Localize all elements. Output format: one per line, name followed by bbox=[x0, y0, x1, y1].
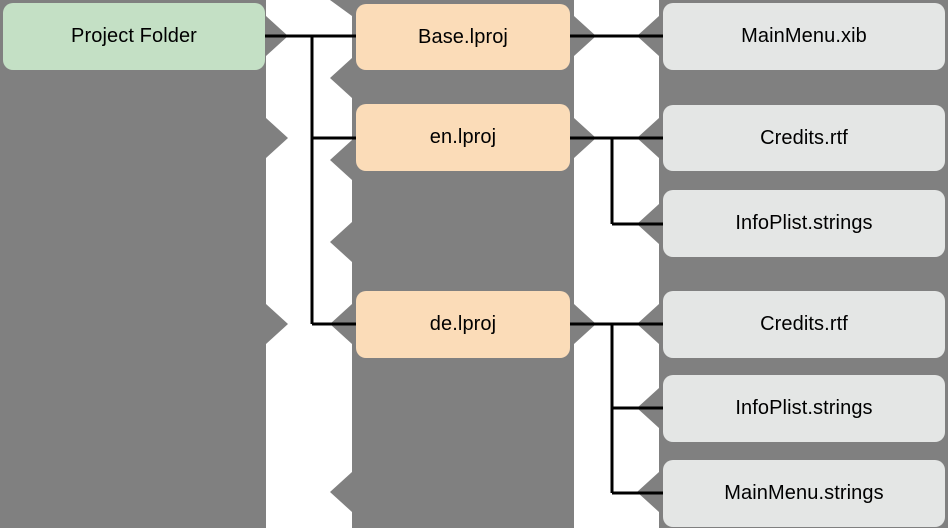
node-infoplist-strings-de[interactable]: InfoPlist.strings bbox=[663, 375, 945, 442]
node-project-folder[interactable]: Project Folder bbox=[3, 3, 265, 70]
node-label-base-lproj: Base.lproj bbox=[418, 25, 508, 48]
node-infoplist-strings-en[interactable]: InfoPlist.strings bbox=[663, 190, 945, 257]
node-base-lproj[interactable]: Base.lproj bbox=[356, 4, 570, 70]
node-label-credits-rtf-en: Credits.rtf bbox=[760, 126, 848, 149]
node-mainmenu-xib[interactable]: MainMenu.xib bbox=[663, 3, 945, 70]
node-en-lproj[interactable]: en.lproj bbox=[356, 104, 570, 171]
node-label-credits-rtf-de: Credits.rtf bbox=[760, 313, 848, 335]
gutter-right-white bbox=[574, 0, 659, 528]
gutter-left-white bbox=[266, 0, 352, 528]
node-credits-rtf-en[interactable]: Credits.rtf bbox=[663, 105, 945, 171]
node-label-mainmenu-strings-de: MainMenu.strings bbox=[724, 482, 884, 504]
node-label-infoplist-strings-de: InfoPlist.strings bbox=[735, 397, 873, 419]
node-de-lproj[interactable]: de.lproj bbox=[356, 291, 570, 358]
node-label-infoplist-strings-en: InfoPlist.strings bbox=[735, 212, 873, 234]
node-mainmenu-strings-de[interactable]: MainMenu.strings bbox=[663, 460, 945, 527]
node-label-de-lproj: de.lproj bbox=[429, 313, 497, 335]
node-label-en-lproj: en.lproj bbox=[429, 126, 497, 148]
node-label-mainmenu-xib: MainMenu.xib bbox=[741, 25, 867, 47]
node-credits-rtf-de[interactable]: Credits.rtf bbox=[663, 291, 945, 358]
node-label-project-folder: Project Folder bbox=[71, 25, 197, 47]
